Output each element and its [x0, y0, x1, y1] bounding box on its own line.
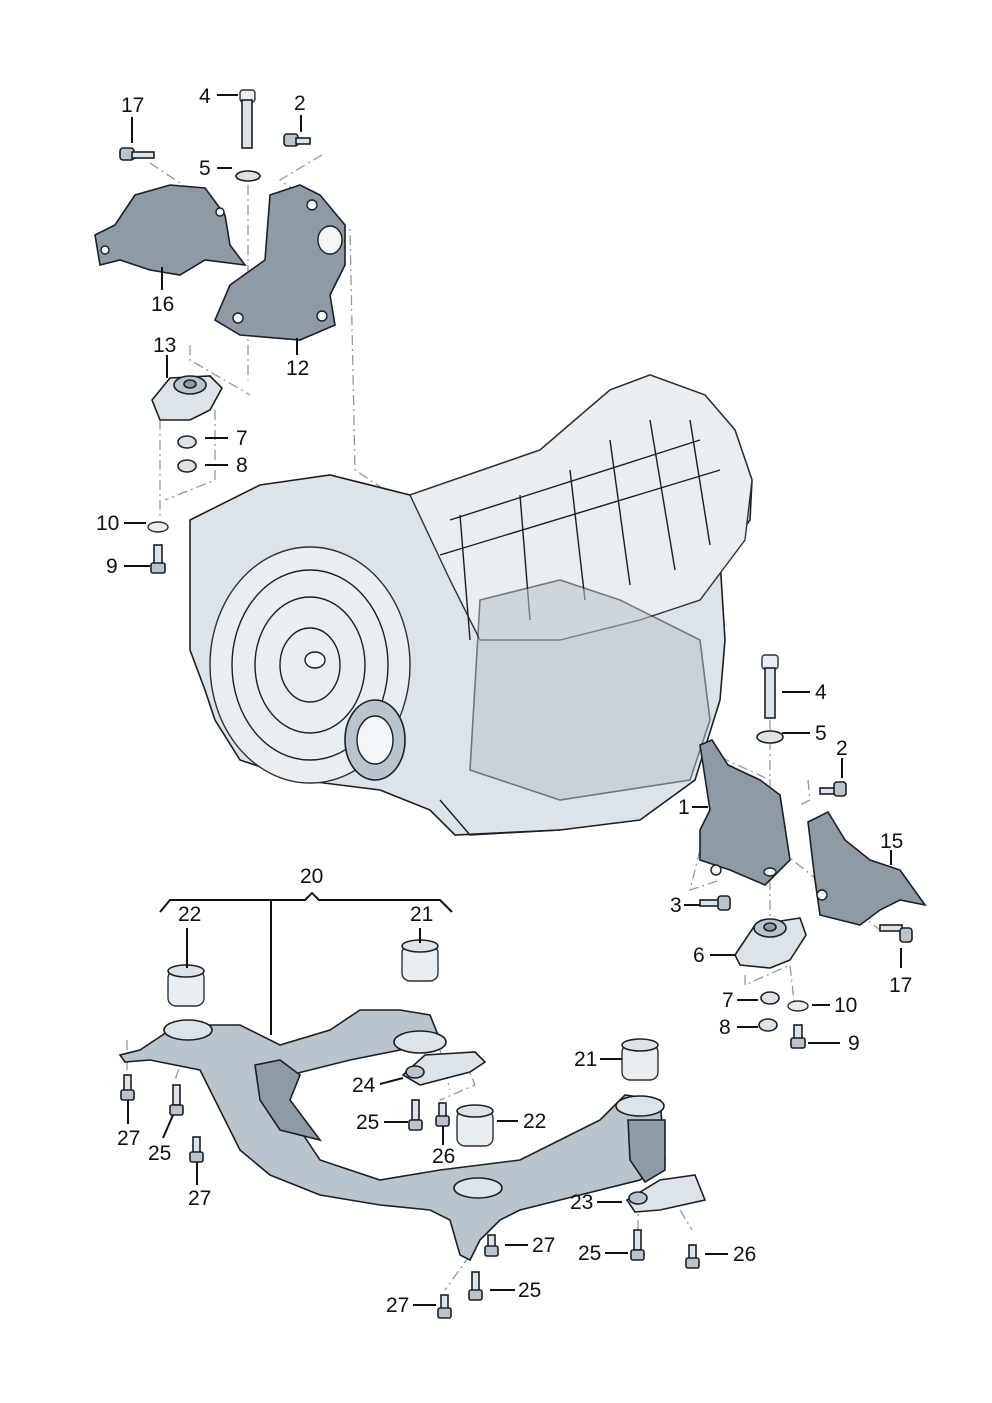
callout-23: 23: [570, 1191, 593, 1214]
callout-16: 16: [151, 293, 174, 316]
callout-6: 6: [693, 944, 705, 967]
callout-1: 1: [678, 796, 690, 819]
callout-27-a: 27: [117, 1127, 140, 1150]
bracket-12: [213, 184, 346, 341]
callout-7: 7: [236, 427, 248, 450]
callout-9-right: 9: [848, 1032, 860, 1055]
callout-2: 2: [294, 92, 306, 115]
bracket-1: [699, 739, 791, 886]
callout-26-b: 26: [733, 1243, 756, 1266]
callout-15: 15: [880, 830, 903, 853]
callout-25-c: 25: [578, 1242, 601, 1265]
callout-21-right: 21: [574, 1048, 597, 1071]
callout-8: 8: [236, 454, 248, 477]
gearbox: [189, 374, 753, 836]
callout-20: 20: [300, 865, 323, 888]
callout-7-right: 7: [722, 989, 734, 1012]
callout-labels: 17 4 2 5 16 12 13 7 8 10 9 4 5 2 1 15 3 …: [96, 85, 912, 1317]
bracket-15: [807, 810, 927, 926]
callout-10-right: 10: [834, 994, 857, 1017]
callout-4-right: 4: [815, 681, 827, 704]
callout-27-b: 27: [188, 1187, 211, 1210]
subframe: [118, 1009, 666, 1262]
callout-8-right: 8: [719, 1016, 731, 1039]
callout-25-d: 25: [518, 1279, 541, 1302]
mount-6: [734, 917, 807, 969]
callout-10: 10: [96, 512, 119, 535]
callout-25-b: 25: [356, 1111, 379, 1134]
fasteners-right: [699, 654, 913, 1049]
callout-17-right: 17: [889, 974, 912, 997]
callout-17: 17: [121, 94, 144, 117]
callout-12: 12: [286, 357, 309, 380]
callout-25-a: 25: [148, 1142, 171, 1165]
mount-13: [151, 375, 223, 421]
callout-27-c: 27: [532, 1234, 555, 1257]
callout-13: 13: [153, 334, 176, 357]
callout-4: 4: [199, 85, 211, 108]
callout-22-mid: 22: [523, 1110, 546, 1133]
callout-9: 9: [106, 555, 118, 578]
callout-22: 22: [178, 903, 201, 926]
bracket-16: [94, 184, 247, 276]
fasteners-left: [119, 89, 311, 574]
callout-21: 21: [410, 903, 433, 926]
callout-3: 3: [670, 894, 682, 917]
callout-27-d: 27: [386, 1294, 409, 1317]
plates: [401, 1051, 707, 1213]
callout-24: 24: [352, 1074, 376, 1097]
leader-lines: [124, 94, 902, 1306]
callout-5-right: 5: [815, 722, 827, 745]
callout-2-right: 2: [836, 737, 848, 760]
bushings: [167, 939, 659, 1147]
callout-5: 5: [199, 157, 211, 180]
callout-26-a: 26: [432, 1145, 455, 1168]
